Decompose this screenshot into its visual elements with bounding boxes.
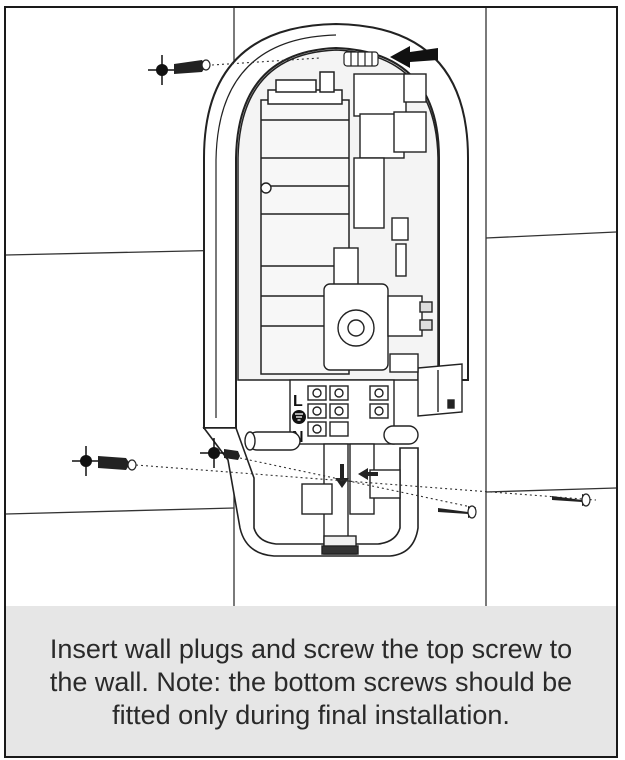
wall-plug-bottom-center [200, 438, 240, 468]
caption-panel: Insert wall plugs and screw the top scre… [6, 606, 616, 756]
screw-fix-icon [438, 505, 477, 519]
wall-plug-top [148, 55, 211, 85]
right-bracket [417, 363, 463, 417]
instruction-card: L N [4, 6, 618, 758]
earth-ground-icon [292, 410, 306, 424]
wall-plug-bottom-left [72, 446, 137, 476]
flow-arrow-icon [335, 464, 349, 488]
water-pipes [244, 425, 419, 555]
terminal-label-live: L [293, 393, 303, 410]
heating-element [260, 71, 350, 375]
valve-assembly [323, 247, 433, 373]
alignment-lines [135, 57, 597, 509]
installation-illustration: L N [6, 8, 616, 606]
lower-housing [202, 427, 419, 557]
push-arrow-icon [390, 46, 438, 68]
flow-arrow-icon-right [358, 468, 378, 480]
screw-bottom-right [552, 493, 591, 507]
control-electronics [260, 73, 427, 277]
terminal-block [289, 379, 395, 445]
top-fixing-slot [343, 51, 379, 67]
heater-housing [203, 22, 469, 429]
instruction-caption: Insert wall plugs and screw the top scre… [49, 633, 573, 730]
